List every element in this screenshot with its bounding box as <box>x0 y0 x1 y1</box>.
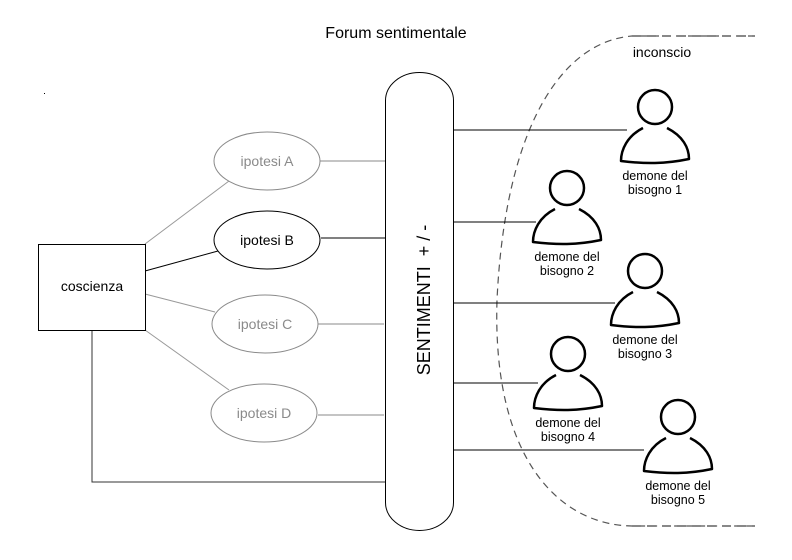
person-icon <box>642 398 714 475</box>
hypothesis-a-label: ipotesi A <box>241 153 295 169</box>
connector-coscienza-C <box>144 293 216 313</box>
demon-label-line-2: bisogno 3 <box>618 347 672 361</box>
person-icon <box>532 335 604 412</box>
connector-coscienza-A <box>144 180 230 245</box>
hypothesis-a-ellipse <box>213 131 321 191</box>
demon-label-line-1: demone del <box>534 250 599 264</box>
person-icon <box>531 169 603 246</box>
hypothesis-b-ellipse <box>213 210 321 270</box>
unconscious-boundary-edges <box>632 35 755 527</box>
demon-label-line-1: demone del <box>622 169 687 183</box>
feelings-label: SENTIMENTI + / - <box>414 225 434 376</box>
hypothesis-a[interactable]: ipotesi A <box>213 131 321 191</box>
demon-label-line-1: demone del <box>645 479 710 493</box>
unconscious-boundary <box>496 35 755 527</box>
demon-label-line-2: bisogno 1 <box>628 183 682 197</box>
feelings-node[interactable]: SENTIMENTI + / - <box>385 72 454 531</box>
diagram-title: Forum sentimentale <box>325 25 466 42</box>
hypothesis-c[interactable]: ipotesi C <box>211 294 319 354</box>
hypothesis-d-ellipse <box>210 383 318 443</box>
person-icon <box>619 88 691 165</box>
hypothesis-b-label: ipotesi B <box>240 232 294 248</box>
unconscious-label: inconscio <box>633 44 692 60</box>
person-icon <box>609 252 681 329</box>
consciousness-box <box>38 244 146 331</box>
hypothesis-c-ellipse <box>211 294 319 354</box>
hypothesis-d-label: ipotesi D <box>237 405 291 421</box>
connector-coscienza-D <box>144 329 230 391</box>
demon-label-line-1: demone del <box>612 333 677 347</box>
hypothesis-c-label: ipotesi C <box>238 316 292 332</box>
feelings-pill <box>385 72 454 531</box>
demon-label-line-2: bisogno 2 <box>540 264 594 278</box>
demon-label-line-2: bisogno 5 <box>651 493 705 507</box>
stray-dot <box>44 93 45 94</box>
connector-coscienza-B <box>144 250 219 272</box>
demon-label-line-1: demone del <box>535 416 600 430</box>
consciousness-label: coscienza <box>61 278 123 294</box>
consciousness-node[interactable]: coscienza <box>38 244 146 331</box>
demon-label-line-2: bisogno 4 <box>541 430 595 444</box>
hypothesis-d[interactable]: ipotesi D <box>210 383 318 443</box>
connector-coscienza-feelings <box>91 330 385 483</box>
hypothesis-b[interactable]: ipotesi B <box>213 210 321 270</box>
